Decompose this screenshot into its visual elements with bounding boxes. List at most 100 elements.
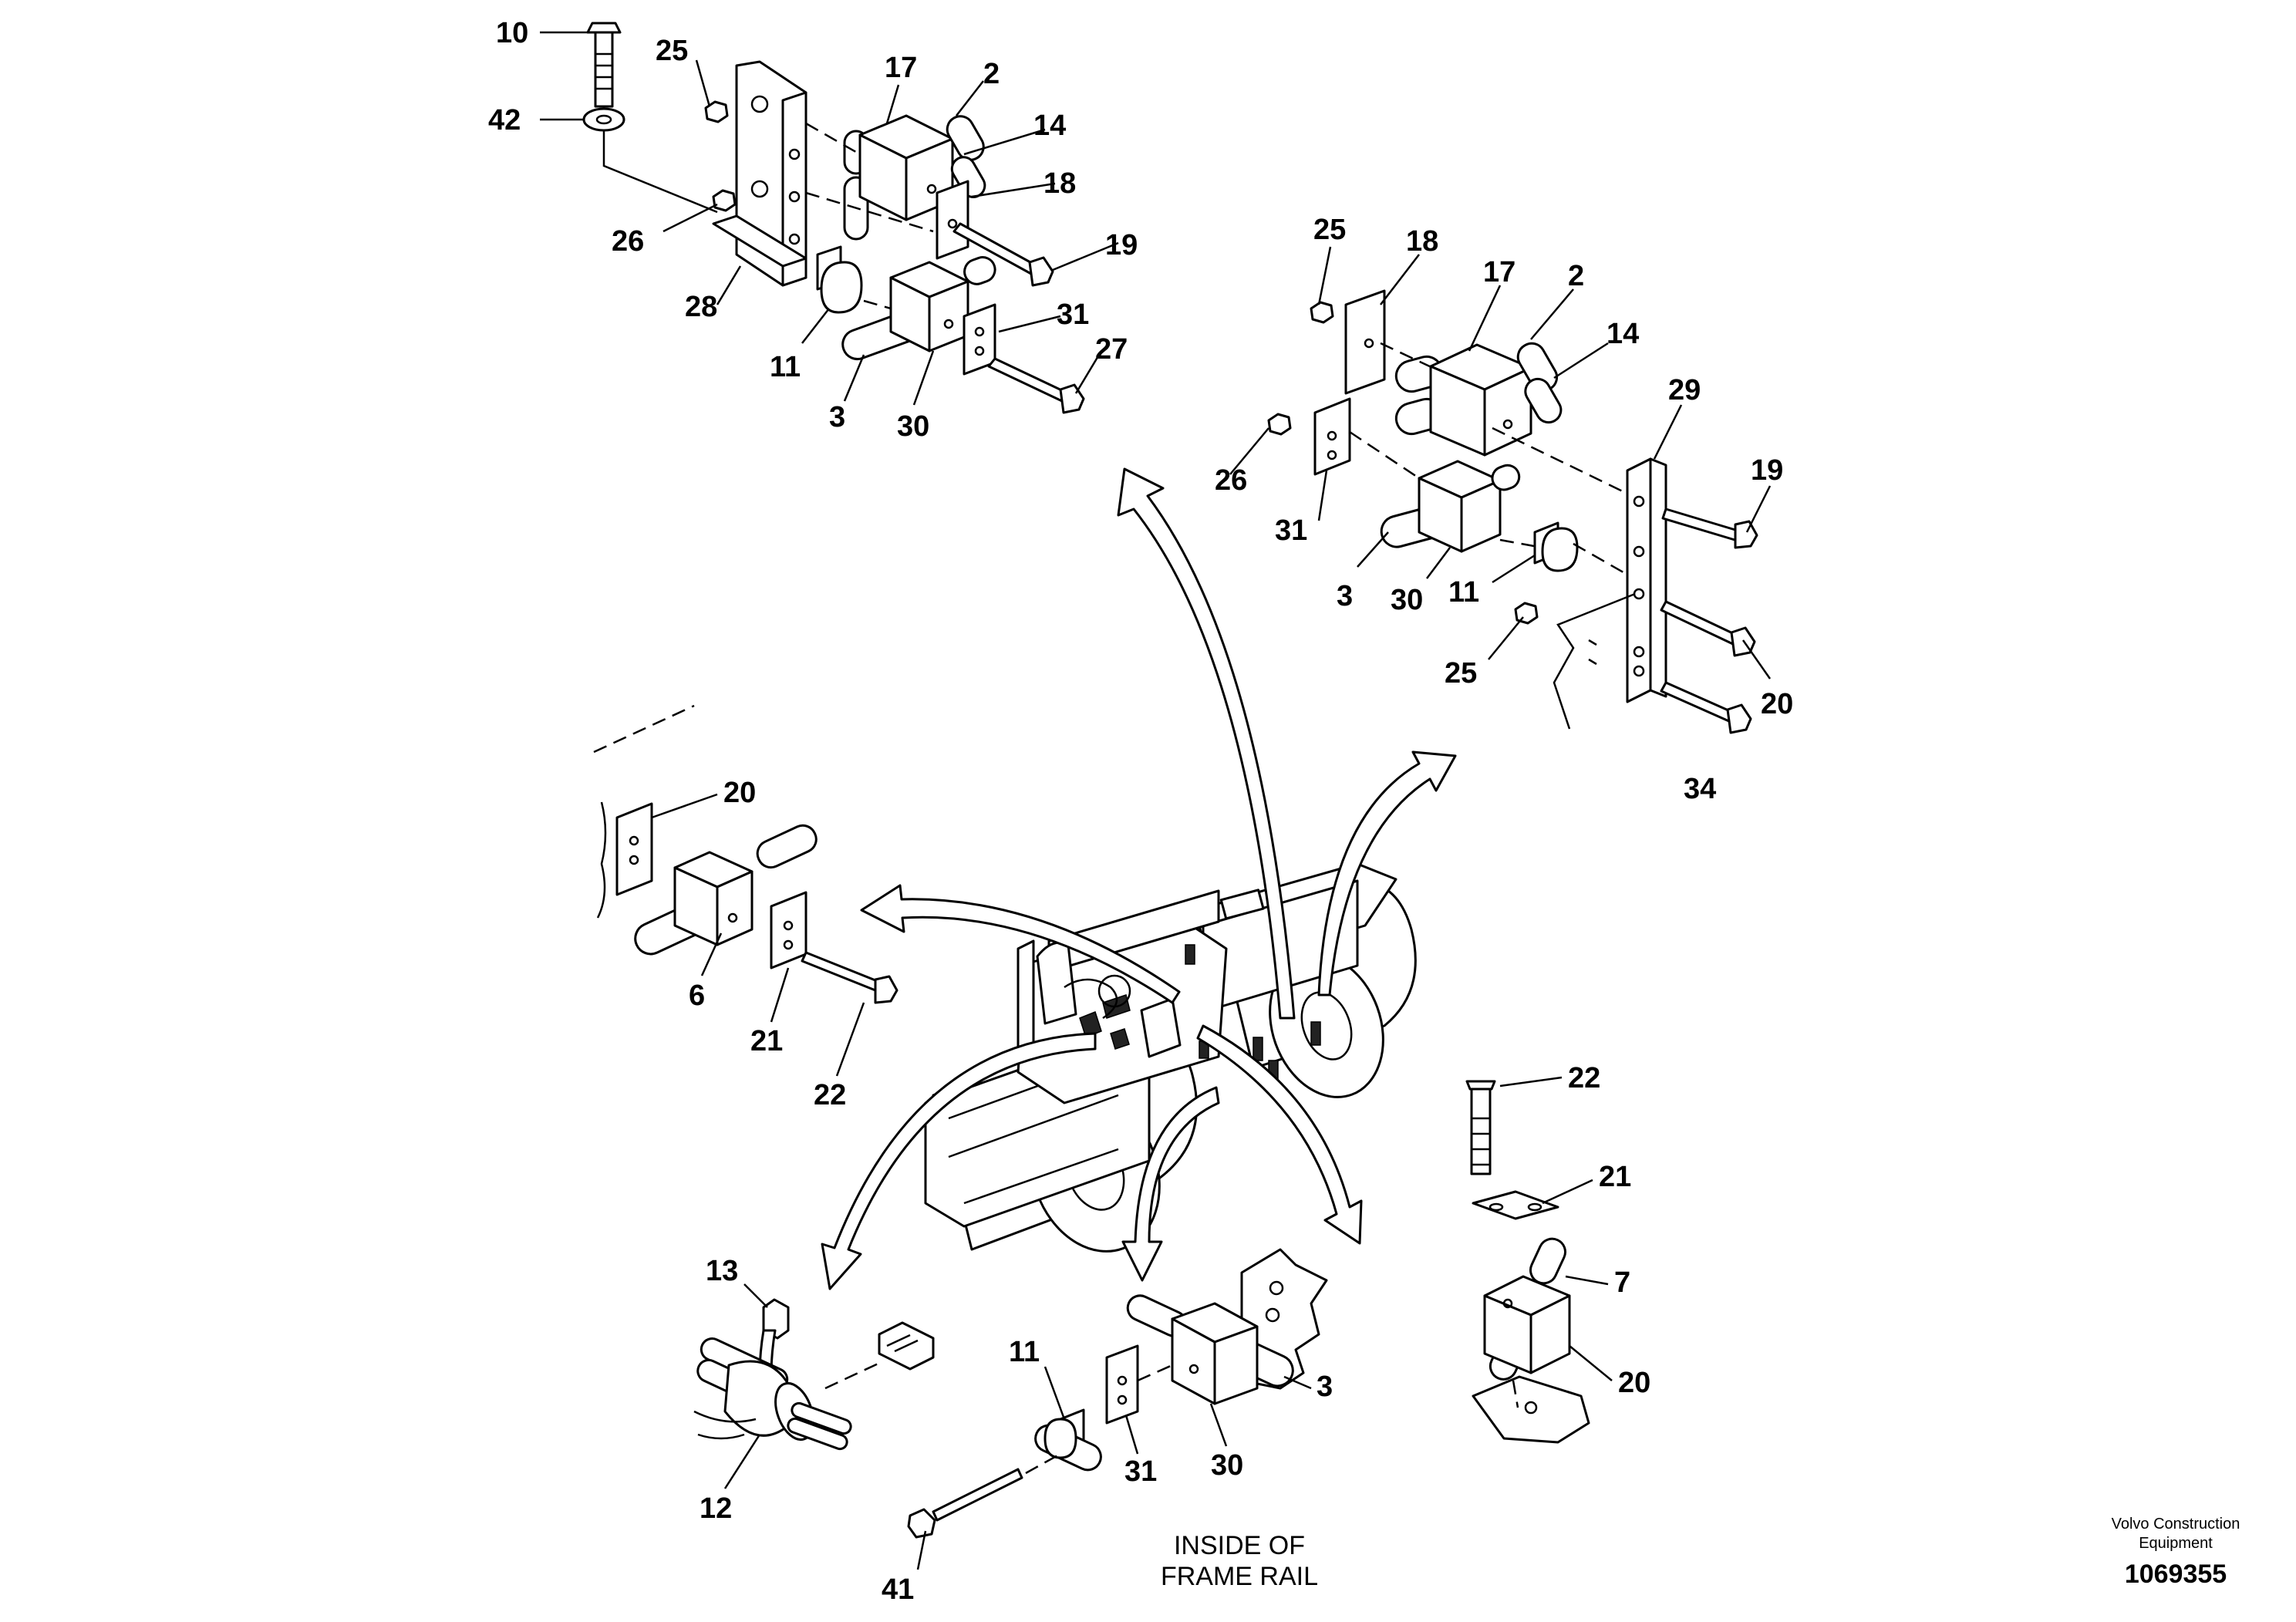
callout-28: 28 <box>685 291 717 323</box>
plate-20-drawing <box>615 802 653 896</box>
bolt-20b-drawing <box>1660 600 1756 657</box>
plate-18-drawing <box>936 180 969 260</box>
callout-42: 42 <box>488 104 521 137</box>
bolt-22b-drawing <box>1465 1080 1496 1175</box>
nut-25b-drawing <box>1310 301 1334 324</box>
clamp-block-6-drawing <box>634 824 818 956</box>
grommet-12-drawing <box>693 1337 852 1451</box>
callout-25b: 25 <box>1313 214 1346 246</box>
note-frame-rail: FRAME RAIL <box>1161 1562 1318 1591</box>
callout-21b: 21 <box>1599 1161 1631 1193</box>
plate-31c-drawing <box>1105 1344 1139 1425</box>
bar-29-drawing <box>1626 457 1667 703</box>
callout-14: 14 <box>1033 110 1066 142</box>
arrow-to-top-right <box>1317 750 1457 996</box>
callout-31: 31 <box>1057 298 1089 331</box>
clamp-block-20b-drawing <box>1483 1237 1571 1381</box>
arrow-to-bottom-center <box>1121 1086 1220 1282</box>
callout-27: 27 <box>1095 333 1128 366</box>
arrow-to-bottom-left <box>821 1032 1097 1290</box>
callout-3b: 3 <box>1337 580 1353 612</box>
callout-41: 41 <box>882 1573 914 1606</box>
bolt-41-drawing <box>907 1468 1023 1539</box>
assembly-top-right <box>1229 246 1772 734</box>
plate-18b-drawing <box>1344 289 1386 395</box>
callout-20b: 20 <box>1761 688 1793 720</box>
assembly-top-left <box>540 22 1119 414</box>
assembly-bottom-right <box>1465 1076 1613 1444</box>
callout-19: 19 <box>1105 229 1138 261</box>
callout-10: 10 <box>496 17 528 49</box>
clamp-11c-drawing <box>1034 1408 1102 1472</box>
callout-11c: 11 <box>1009 1336 1040 1368</box>
assembly-middle-left <box>593 704 899 1077</box>
callout-18b: 18 <box>1406 225 1438 258</box>
callout-7: 7 <box>1614 1266 1630 1299</box>
callout-30b: 30 <box>1391 584 1423 616</box>
clamp-11-drawing <box>816 245 863 314</box>
callout-6: 6 <box>689 980 705 1012</box>
bracket-28-drawing <box>712 60 807 287</box>
nut-26b-drawing <box>1267 413 1292 436</box>
callout-2: 2 <box>983 58 1000 90</box>
document-number: 1069355 <box>2125 1560 2227 1589</box>
assembly-bottom-center <box>907 1248 1328 1570</box>
callout-18: 18 <box>1043 167 1076 200</box>
bolt-22-drawing <box>801 951 899 1004</box>
nut-25c-drawing <box>1514 602 1539 625</box>
callout-31b: 31 <box>1275 514 1307 547</box>
base-plate-drawing <box>1472 1375 1590 1444</box>
bolt-19b-drawing <box>1661 508 1758 549</box>
clamp-block-30-drawing <box>841 256 996 361</box>
callout-17: 17 <box>885 52 917 84</box>
callout-2b: 2 <box>1568 260 1584 292</box>
callout-25: 25 <box>656 35 688 67</box>
bolt-19-drawing <box>952 222 1054 287</box>
location-arrows <box>821 467 1457 1290</box>
clamp-11b-drawing <box>1533 521 1579 572</box>
callout-11: 11 <box>770 351 801 383</box>
arrow-to-bottom-right <box>1196 1024 1363 1245</box>
callout-34: 34 <box>1684 773 1716 805</box>
callout-12: 12 <box>700 1492 732 1525</box>
note-inside-of: INSIDE OF <box>1174 1531 1305 1560</box>
bolt-10-drawing <box>586 22 622 108</box>
callout-21: 21 <box>750 1025 783 1057</box>
callout-26: 26 <box>612 225 644 258</box>
nut-25-drawing <box>704 100 729 123</box>
plate-21b-drawing <box>1472 1190 1559 1220</box>
arrow-to-top-left <box>1117 467 1296 1020</box>
callout-22: 22 <box>814 1079 846 1111</box>
clamp-block-30b-drawing <box>1380 460 1521 553</box>
clamp-block-17b-drawing <box>1394 342 1563 457</box>
callout-20c: 20 <box>1618 1367 1650 1399</box>
callout-17b: 17 <box>1483 256 1515 288</box>
callout-19b: 19 <box>1751 454 1783 487</box>
brand-line-1: Volvo Construction <box>2112 1516 2240 1533</box>
callout-3: 3 <box>829 401 845 433</box>
callout-30: 30 <box>897 410 929 443</box>
callout-14b: 14 <box>1607 318 1639 350</box>
callout-22b: 22 <box>1568 1062 1600 1094</box>
callout-25c: 25 <box>1445 657 1477 690</box>
location-marker <box>1185 944 1195 965</box>
assembly-bottom-left <box>693 1283 935 1489</box>
plate-31b-drawing <box>1313 397 1351 476</box>
callout-20: 20 <box>723 777 756 809</box>
frame-rail-edge <box>1553 592 1636 730</box>
bolt-27-drawing <box>987 357 1085 414</box>
callout-3c: 3 <box>1317 1371 1333 1403</box>
callout-13: 13 <box>706 1255 738 1287</box>
callout-11b: 11 <box>1448 576 1479 609</box>
bolt-34-drawing <box>1660 681 1752 734</box>
arrow-to-middle-left <box>860 884 1181 1004</box>
callout-31c: 31 <box>1124 1455 1157 1488</box>
nut-26-drawing <box>712 189 737 212</box>
clamp-block-30c-drawing <box>1126 1294 1294 1405</box>
callout-30c: 30 <box>1211 1449 1243 1482</box>
washer-42-drawing <box>582 107 625 132</box>
callout-29: 29 <box>1668 374 1701 406</box>
brand-line-2: Equipment <box>2139 1535 2213 1552</box>
plate-21-drawing <box>770 891 807 969</box>
